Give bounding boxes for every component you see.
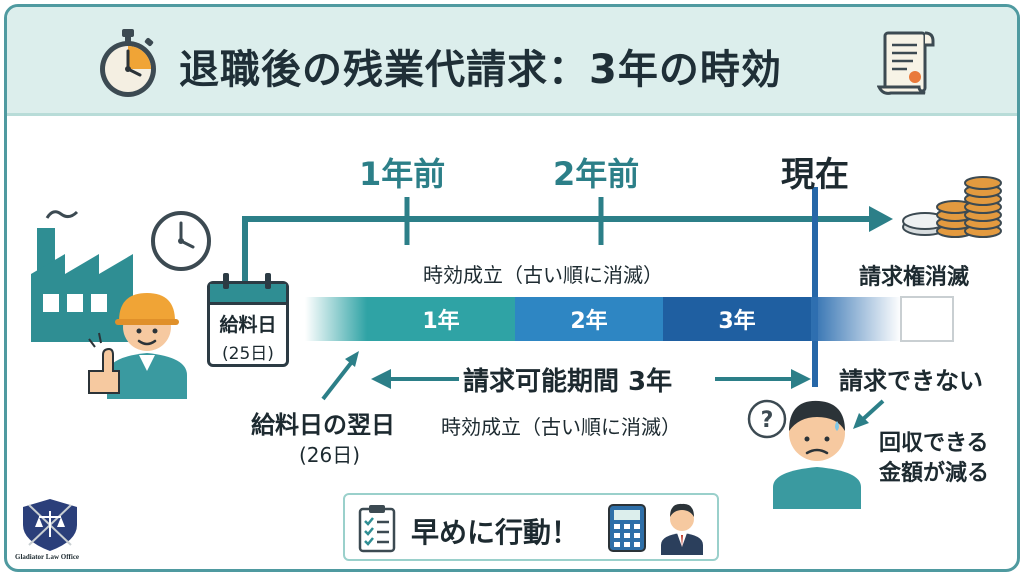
infographic: 退職後の残業代請求：3年の時効 (4, 4, 1020, 572)
segment-year-2: 2年 (515, 297, 663, 341)
lawyer-icon (661, 503, 703, 555)
document-icon (877, 31, 935, 95)
claim-extinguished-label: 請求権消滅 (859, 265, 970, 290)
svg-text:?: ? (761, 408, 774, 433)
factory-icon (31, 210, 133, 342)
marker-1-year: 1年前 (359, 155, 446, 193)
coins-icon (902, 176, 1002, 238)
action-label: 早めに行動！ (411, 516, 580, 549)
stopwatch-icon (100, 29, 156, 97)
clock-icon (151, 211, 211, 271)
page-title: 退職後の残業代請求：3年の時効 (179, 47, 782, 93)
segment-year-3: 3年 (663, 297, 811, 341)
calendar-ring (223, 273, 229, 289)
payday-calendar: 給料日 (25日) (207, 281, 289, 367)
next-day-date: (26日) (299, 443, 361, 467)
header: 退職後の残業代請求：3年の時効 (7, 7, 1017, 116)
payday-date: (25日) (222, 344, 274, 364)
law-office-logo-text: Gladiator Law Office (15, 553, 80, 561)
next-day-label: 給料日の翌日 (251, 411, 395, 439)
calendar-header (210, 284, 286, 305)
worried-person-icon: ? (747, 399, 861, 509)
law-office-logo-icon (23, 499, 77, 551)
calculator-icon (608, 504, 646, 552)
marker-2-years: 2年前 (553, 155, 640, 193)
reduced-amount-line2: 金額が減る (879, 461, 990, 486)
payday-label: 給料日 (219, 314, 277, 336)
marker-now: 現在 (781, 155, 849, 195)
prescription-note: 時効成立（古い順に消滅） (423, 263, 663, 287)
worker-icon (88, 293, 187, 399)
action-box: 早めに行動！ (343, 493, 719, 561)
segment-year-1: 1年 (367, 297, 515, 341)
claimable-period-label: 請求可能期間 3年 (463, 367, 673, 397)
calendar-ring (265, 273, 271, 289)
prescription-note-2: 時効成立（古い順に消滅） (441, 415, 681, 439)
checklist-icon (358, 505, 396, 553)
cannot-claim-label: 請求できない (839, 367, 983, 395)
reduced-amount-line1: 回収できる (879, 431, 989, 456)
timeline-arrows (242, 187, 954, 429)
